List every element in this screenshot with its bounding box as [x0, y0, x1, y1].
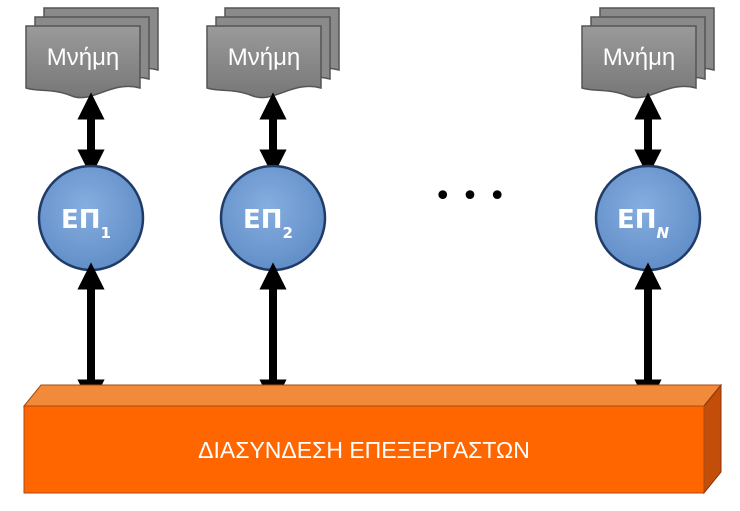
processor-subscript-n: N	[656, 224, 669, 242]
processor-subscript-2: 2	[283, 224, 293, 242]
processor-n: ΕΠN	[594, 164, 702, 272]
interconnect-bus: ΔΙΑΣΥΝΔΕΣΗ ΕΠΕΞΕΡΓΑΣΤΩΝ	[22, 383, 723, 495]
memory-label-n: Μνήμη	[603, 44, 676, 71]
memory-label-1: Μνήμη	[47, 44, 120, 71]
ellipsis-dots: • • •	[434, 179, 506, 214]
memory-stack-1: Μνήμη	[25, 7, 159, 99]
processor-subscript-1: 1	[101, 224, 111, 242]
svg-text:ΕΠ1: ΕΠ1	[61, 205, 111, 242]
processor-label-1: ΕΠ	[61, 205, 101, 235]
processor-2: ΕΠ2	[219, 164, 327, 272]
memory-label-2: Μνήμη	[228, 44, 301, 71]
processor-1: ΕΠ1	[37, 164, 145, 272]
svg-text:ΕΠ2: ΕΠ2	[243, 205, 293, 242]
svg-text:ΕΠN: ΕΠN	[617, 205, 670, 242]
processor-label-2: ΕΠ	[243, 205, 283, 235]
bus-label: ΔΙΑΣΥΝΔΕΣΗ ΕΠΕΞΕΡΓΑΣΤΩΝ	[198, 437, 530, 463]
processor-label-n: ΕΠ	[617, 205, 657, 235]
memory-stack-n: Μνήμη	[581, 7, 715, 99]
memory-stack-2: Μνήμη	[206, 7, 340, 99]
